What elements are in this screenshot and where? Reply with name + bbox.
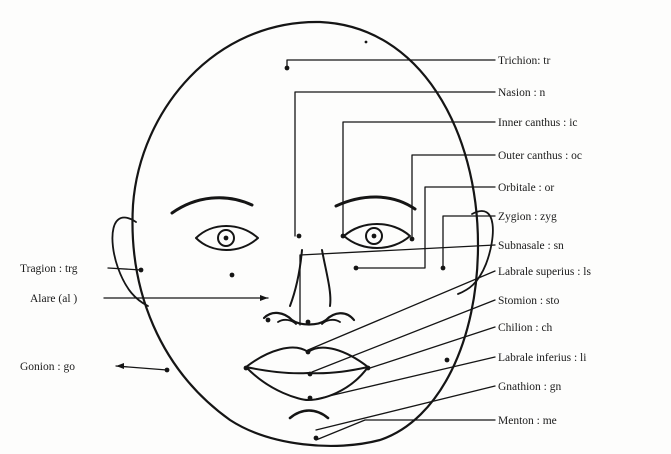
label-alare: Alare (al ) [30,293,77,305]
right-pupil [372,234,377,239]
right-ear [458,211,493,294]
arrowhead-alare [260,295,268,301]
right-eyebrow [336,197,415,209]
nose-right-side [322,250,330,306]
label-subnasale: Subnasale : sn [498,240,564,252]
leader-labrale-inferius [312,357,495,400]
cheek-point [230,273,235,278]
label-chilion: Chilion : ch [498,322,553,334]
label-stomion: Stomion : sto [498,295,560,307]
label-gonion: Gonion : go [20,361,75,373]
left-eyebrow [172,198,252,213]
left-labels: Tragion : trg Alare (al ) Gonion : go [20,263,78,373]
chin-crease [290,411,328,419]
leader-nasion [295,92,495,236]
subnasale-point [306,320,311,325]
label-labrale-superius: Labrale superius : ls [498,266,591,278]
face-outline [132,22,478,446]
leader-lines [104,60,495,440]
nasion-point [297,234,302,239]
label-menton: Menton : me [498,415,557,427]
alare-point [266,318,271,323]
label-nasion: Nasion : n [498,87,546,99]
label-inner-canthus: Inner canthus : ic [498,117,578,129]
right-labels: Trichion: tr Nasion : n Inner canthus : … [498,55,591,427]
lower-lip [246,367,368,400]
arrowhead-gonion [116,363,124,369]
gonion-right-point [445,358,450,363]
arrowheads [116,295,268,369]
left-pupil [224,236,229,241]
label-labrale-inferius: Labrale inferius : li [498,352,586,364]
label-orbitale: Orbitale : or [498,182,554,194]
chilion-left-point [244,366,249,371]
leader-trichion [287,60,495,68]
mouth-line [246,367,368,373]
label-zygion: Zygion : zyg [498,211,557,223]
label-trichion: Trichion: tr [498,55,550,67]
label-gnathion: Gnathion : gn [498,381,561,393]
label-outer-canthus: Outer canthus : oc [498,150,582,162]
label-tragion: Tragion : trg [20,263,78,275]
forehead-mark [365,41,368,44]
